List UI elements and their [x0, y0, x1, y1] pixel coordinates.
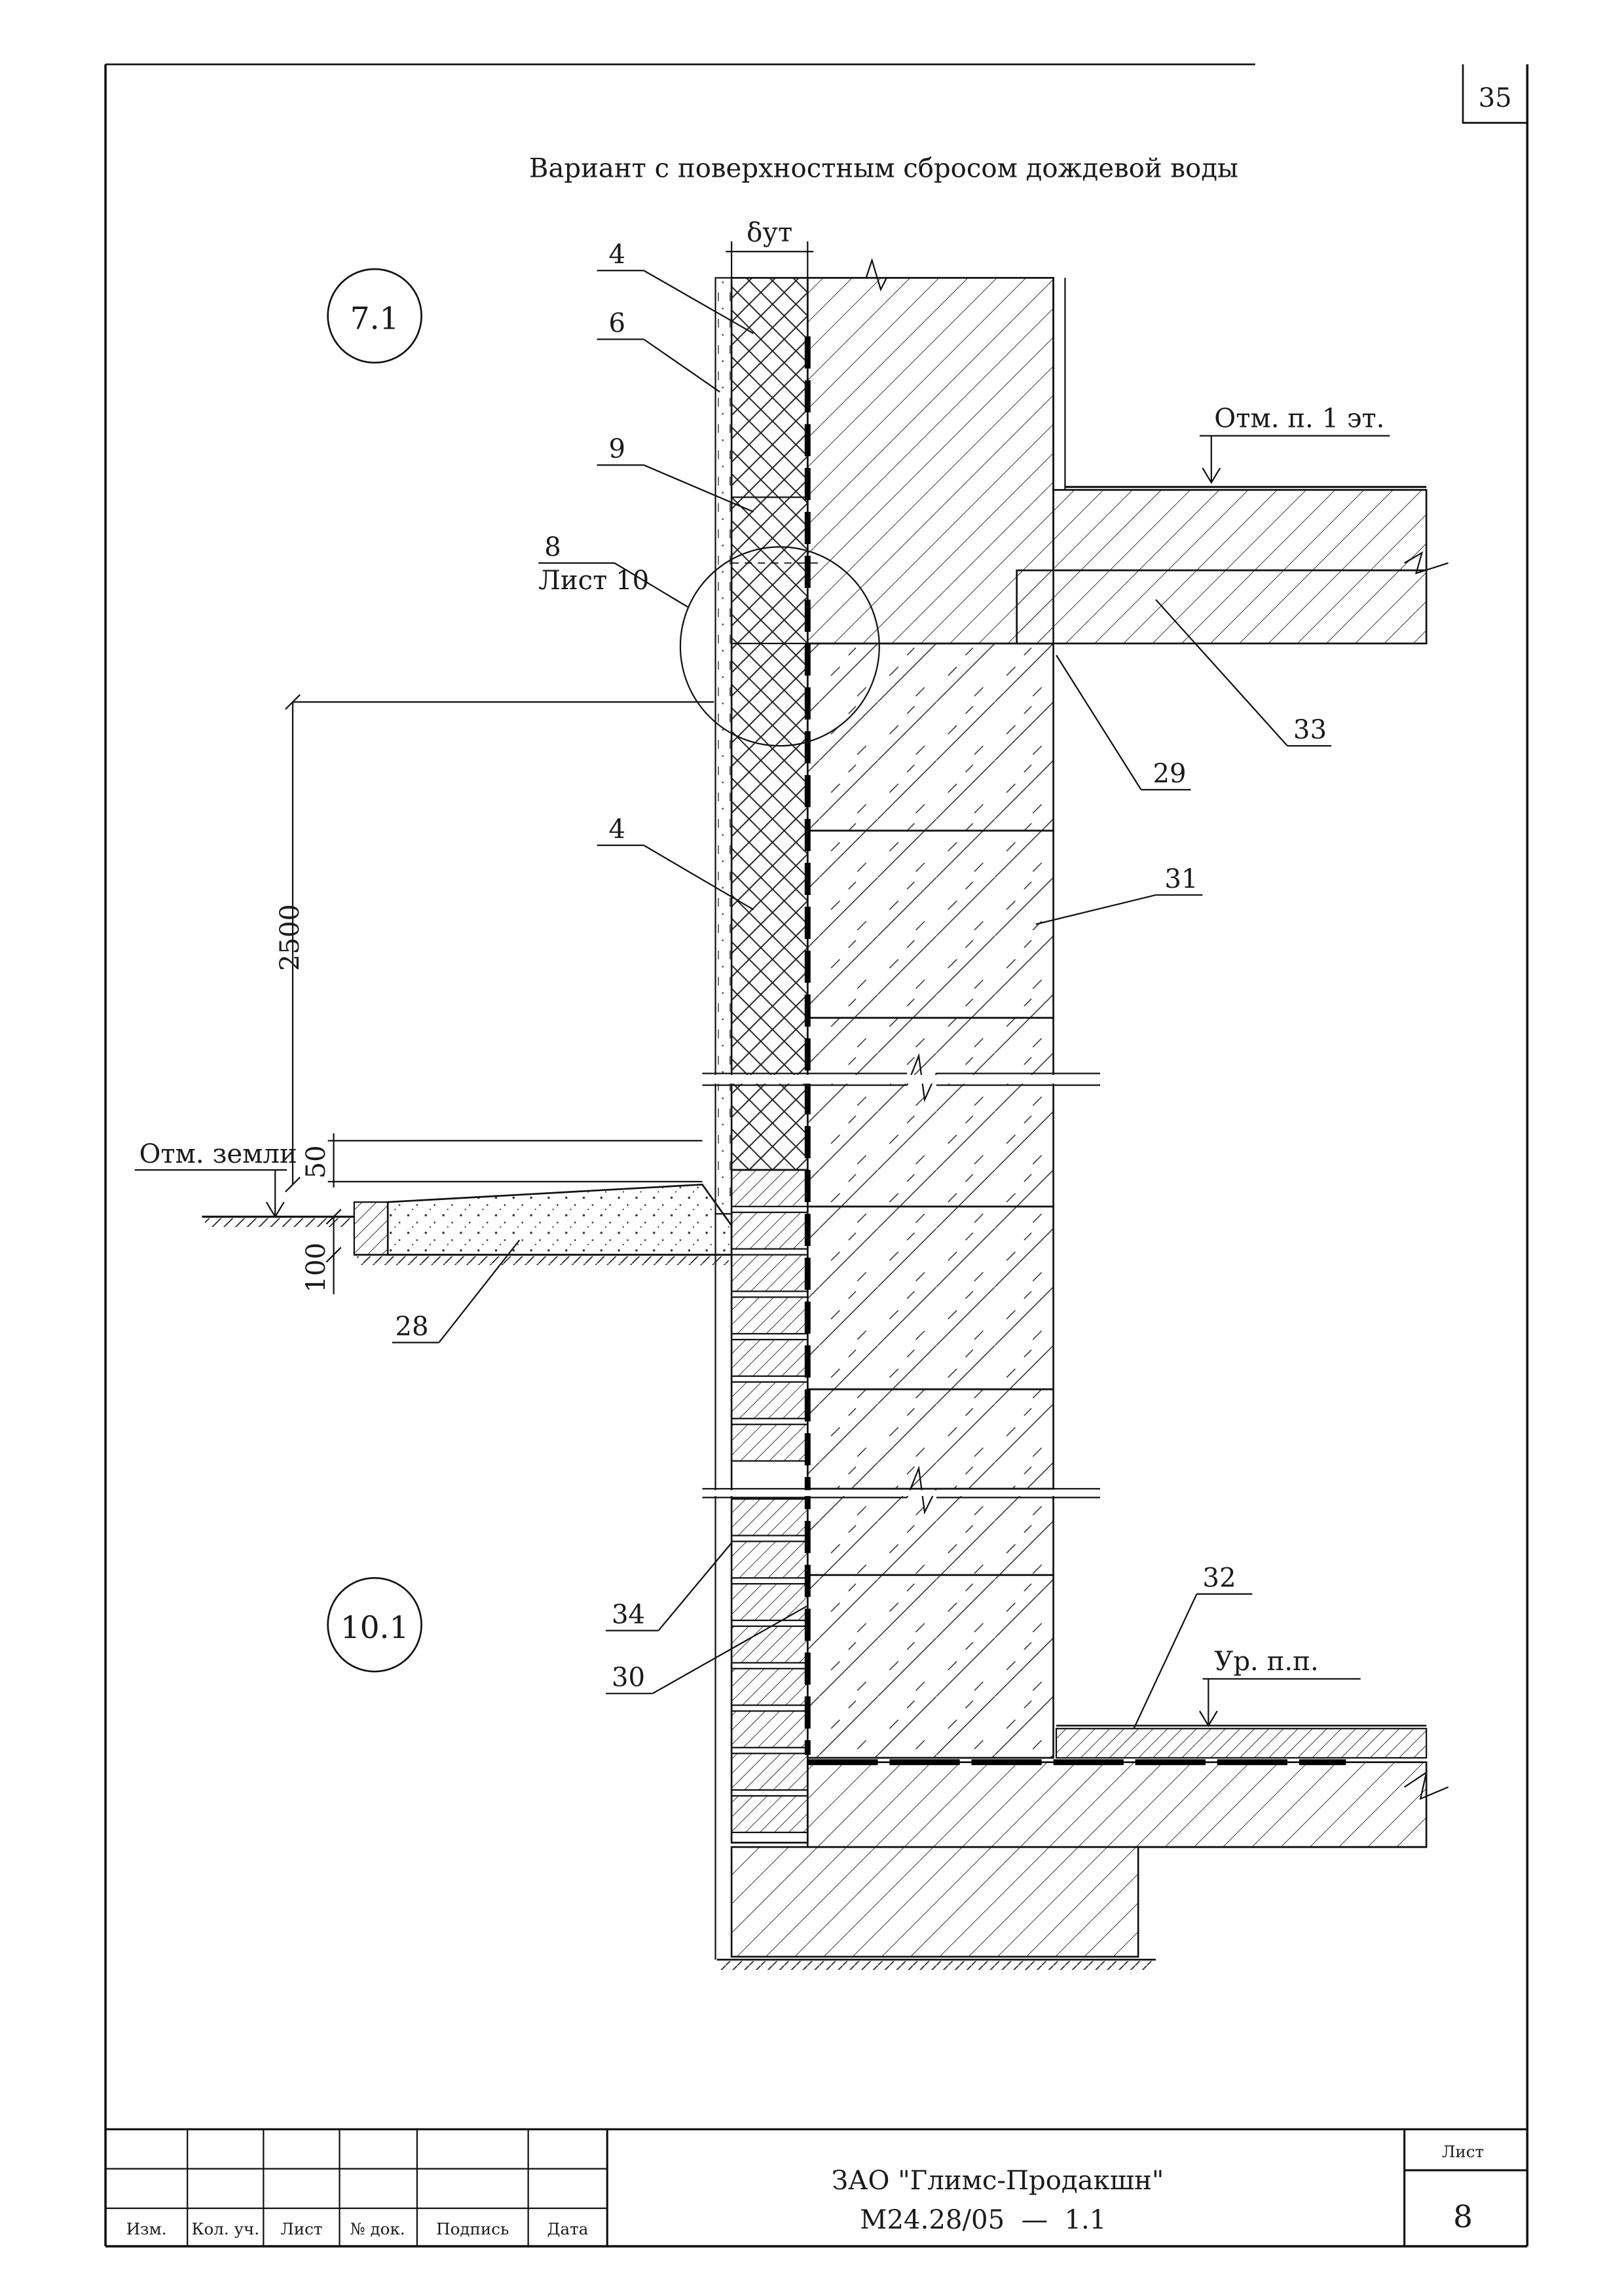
dimension-2500-label: 2500 — [275, 904, 305, 971]
node-marker-10-1-text: 10.1 — [341, 1610, 409, 1646]
block-row-3 — [806, 1017, 1054, 1078]
top-break-mark — [813, 257, 1054, 292]
sheet-number: 8 — [1453, 2199, 1473, 2235]
callout-29: 29 — [1056, 655, 1191, 791]
brick-plinth — [714, 1169, 809, 1960]
thickness-dimension — [726, 241, 814, 278]
block-row-5 — [806, 1205, 1054, 1391]
callout-30: 30 — [606, 1605, 808, 1694]
callout-9-label: 9 — [609, 434, 626, 464]
block-row-2 — [806, 829, 1054, 1019]
callout-32: 32 — [1133, 1563, 1253, 1729]
company-name: ЗАО "Глимс-Продакшн" — [832, 2166, 1164, 2196]
detail-circle-8 — [679, 546, 880, 747]
document-code: М24.28/05 — 1.1 — [860, 2205, 1106, 2235]
node-marker-10-1: 10.1 — [327, 1576, 422, 1673]
thickness-label: δут — [747, 218, 792, 248]
insulation-layer — [730, 277, 809, 1171]
col-doc-number: № док. — [350, 2219, 405, 2238]
callout-6: 6 — [597, 308, 720, 393]
col-izm: Изм. — [126, 2219, 167, 2238]
callout-34: 34 — [606, 1542, 733, 1631]
drawing-title: Вариант с поверхностным сбросом дождевой… — [529, 153, 1238, 183]
callout-4-middle-label: 4 — [609, 814, 626, 845]
sheet-frame — [104, 63, 1529, 2248]
floor-finish — [1055, 1728, 1428, 1759]
callout-28-label: 28 — [395, 1311, 428, 1341]
callout-9: 9 — [597, 434, 754, 513]
detail-reference: 8 Лист 10 — [538, 532, 688, 608]
detail-reference-node: 8 — [544, 532, 561, 562]
callout-32-label: 32 — [1202, 1563, 1236, 1594]
callout-33-label: 33 — [1293, 715, 1327, 745]
callout-31-label: 31 — [1164, 864, 1198, 894]
floor-slab-upper — [1052, 488, 1428, 572]
elevation-ground: Отм. земли — [134, 1139, 297, 1218]
dimension-50 — [327, 1133, 703, 1188]
elevation-floor-level: Ур. п.п. — [1198, 1647, 1361, 1728]
callout-4-top-label: 4 — [609, 240, 626, 270]
callout-29-label: 29 — [1153, 759, 1186, 789]
wall-section — [679, 257, 1449, 1970]
block-row-4 — [806, 1081, 1054, 1208]
callout-28: 28 — [392, 1239, 521, 1343]
title-block — [105, 2128, 1528, 2247]
title-block-columns: Изм. Кол. уч. Лист № док. Подпись Дата — [126, 2219, 589, 2238]
block-row-6 — [806, 1388, 1054, 1490]
break-line-lower — [702, 1465, 1101, 1515]
footing-soil-hatch — [720, 1961, 1153, 1970]
page-number: 35 — [1479, 83, 1512, 113]
detail-reference-sheet: Лист 10 — [538, 566, 649, 596]
elevation-ground-label: Отм. земли — [139, 1139, 297, 1169]
blind-area — [202, 1183, 733, 1266]
slab-break-lower — [1404, 1770, 1449, 1800]
floor-slab-lower — [1016, 569, 1428, 645]
dimension-100 — [325, 1209, 342, 1294]
node-marker-7-1: 7.1 — [327, 268, 422, 364]
callout-34-label: 34 — [612, 1599, 645, 1630]
callout-31: 31 — [1035, 864, 1203, 925]
footing — [730, 1846, 1139, 1958]
slab-break-upper — [1404, 551, 1449, 575]
callout-33: 33 — [1155, 599, 1331, 747]
elevation-floor-level-label: Ур. п.п. — [1214, 1647, 1318, 1677]
elevation-floor1-label: Отм. п. 1 эт. — [1214, 403, 1384, 433]
block-row-7 — [806, 1493, 1054, 1576]
callout-4-middle: 4 — [597, 814, 754, 911]
callout-6-label: 6 — [609, 308, 626, 338]
upper-wall — [806, 277, 1054, 645]
page-number-box: 35 — [1462, 64, 1528, 124]
dimension-100-label: 100 — [301, 1243, 331, 1293]
col-date: Дата — [547, 2219, 589, 2238]
dimension-50-label: 50 — [301, 1145, 331, 1178]
col-kol-uch: Кол. уч. — [192, 2219, 260, 2238]
dimension-2500 — [285, 694, 714, 1193]
callout-30-label: 30 — [612, 1663, 645, 1693]
block-row-8 — [806, 1574, 1054, 1759]
col-signature: Подпись — [436, 2219, 509, 2238]
sheet-label: Лист — [1442, 2142, 1484, 2161]
node-marker-7-1-text: 7.1 — [350, 301, 399, 337]
block-row-1 — [806, 642, 1054, 832]
col-list: Лист — [280, 2219, 322, 2238]
ground-floor-slab — [806, 1761, 1428, 1848]
callout-4-top: 4 — [597, 240, 754, 335]
break-line-upper — [702, 1053, 1101, 1102]
elevation-floor1: Отм. п. 1 эт. — [1199, 403, 1390, 484]
